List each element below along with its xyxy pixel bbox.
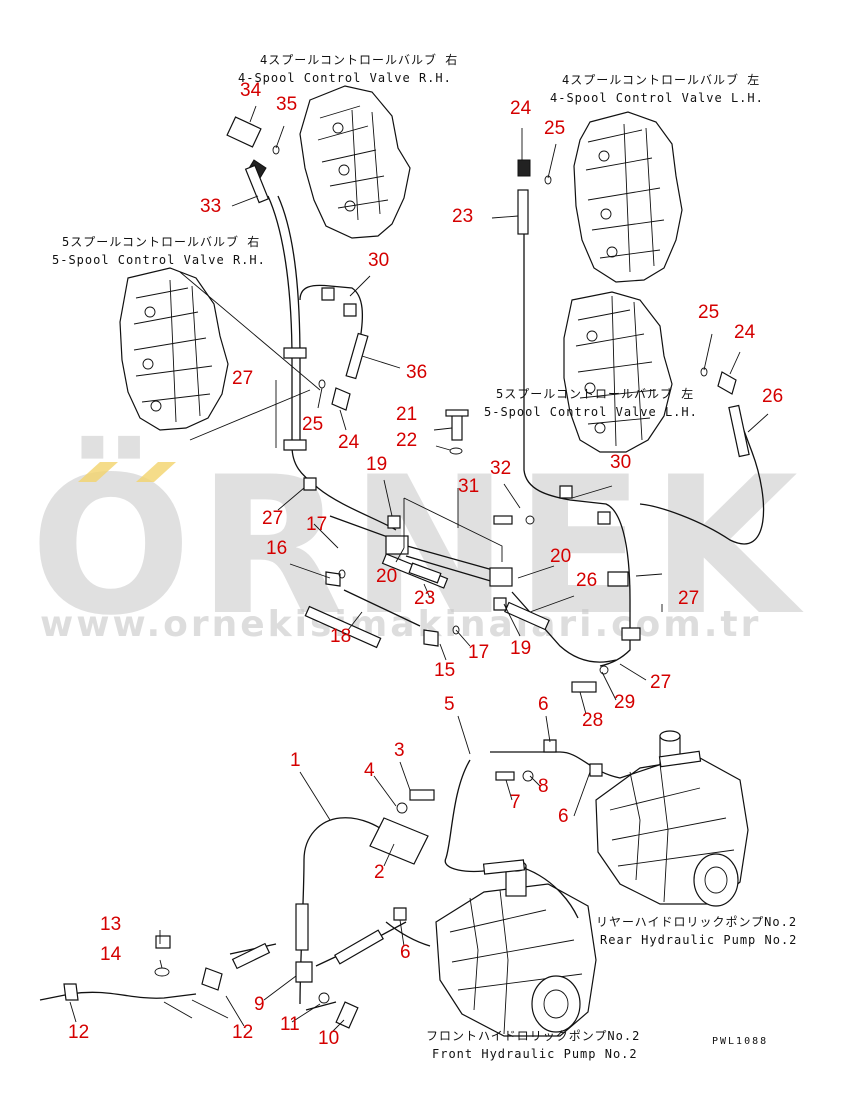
callout-c24a: 24 — [510, 98, 532, 119]
callout-c6a: 6 — [538, 694, 549, 715]
callout-c31: 31 — [458, 476, 479, 497]
callout-c25b: 25 — [698, 302, 719, 323]
callout-c12b: 12 — [232, 1022, 253, 1043]
callout-c10: 10 — [318, 1028, 339, 1049]
callout-c24b: 24 — [734, 322, 756, 343]
watermark-accent-right — [136, 462, 176, 482]
callout-c22: 22 — [396, 430, 417, 451]
callout-c23b: 23 — [414, 588, 435, 609]
callout-c11: 11 — [280, 1014, 300, 1035]
callout-c28: 28 — [582, 710, 603, 731]
fittings — [63, 116, 750, 1029]
callout-c23a: 23 — [452, 206, 473, 227]
watermark: ÖRNEK www.ornekisimakinalari.com.tr — [30, 435, 798, 657]
callout-c33: 33 — [200, 196, 221, 217]
callout-c27b: 27 — [262, 508, 283, 529]
front-hydraulic-pump — [435, 860, 597, 1037]
caption-front-pump-jp: フロントハイドロリックポンプNo.2 — [426, 1029, 640, 1043]
callout-c17b: 17 — [468, 642, 489, 663]
caption-front-pump-en: Front Hydraulic Pump No.2 — [432, 1047, 638, 1061]
callout-c34: 34 — [240, 80, 262, 101]
callout-c15: 15 — [434, 660, 455, 681]
drawing-code: PWL1088 — [712, 1036, 768, 1047]
caption-4spool-rh-jp: 4スプールコントロールバルブ 右 — [260, 52, 458, 67]
caption-5spool-rh-en: 5-Spool Control Valve R.H. — [52, 253, 266, 267]
callout-c13: 13 — [100, 914, 121, 935]
callout-c17a: 17 — [306, 514, 327, 535]
callout-c9: 9 — [254, 994, 265, 1015]
callout-c27c: 27 — [678, 588, 699, 609]
caption-rear-pump-en: Rear Hydraulic Pump No.2 — [600, 933, 797, 947]
callout-c30b: 30 — [610, 452, 631, 473]
valve-5spool-rh — [119, 267, 229, 431]
callout-c19b: 19 — [510, 638, 531, 659]
callout-c7: 7 — [510, 792, 521, 813]
captions: 4スプールコントロールバルブ 右 4-Spool Control Valve R… — [52, 52, 797, 1061]
caption-4spool-lh-jp: 4スプールコントロールバルブ 左 — [562, 72, 760, 87]
valve-4spool-rh — [299, 85, 411, 239]
callout-c24c: 24 — [338, 432, 360, 453]
callout-c6b: 6 — [558, 806, 569, 827]
caption-4spool-lh-en: 4-Spool Control Valve L.H. — [550, 91, 764, 105]
callout-c35: 35 — [276, 94, 297, 115]
callout-c30a: 30 — [368, 250, 389, 271]
callout-c20a: 20 — [376, 566, 397, 587]
callout-c21: 21 — [396, 404, 417, 425]
valve-4spool-lh — [573, 111, 683, 283]
callout-c27d: 27 — [650, 672, 671, 693]
callout-c29: 29 — [614, 692, 635, 713]
callout-c32: 32 — [490, 458, 511, 479]
callout-c14: 14 — [100, 944, 122, 965]
callout-c1: 1 — [290, 750, 301, 771]
callout-c6c: 6 — [400, 942, 411, 963]
callout-numbers: 34 35 33 24 25 23 30 36 25 24 26 27 25 2… — [68, 80, 783, 1049]
callout-c25c: 25 — [302, 414, 323, 435]
caption-5spool-lh-jp: 5スプールコントロールバルブ 左 — [496, 386, 694, 401]
leader-lines — [69, 105, 769, 1035]
callout-c18: 18 — [330, 626, 351, 647]
callout-c26b: 26 — [576, 570, 597, 591]
caption-4spool-rh-en: 4-Spool Control Valve R.H. — [238, 71, 452, 85]
callout-c20b: 20 — [550, 546, 571, 567]
caption-5spool-rh-jp: 5スプールコントロールバルブ 右 — [62, 234, 260, 249]
callout-c19a: 19 — [366, 454, 387, 475]
callout-c8: 8 — [538, 776, 549, 797]
callout-c26a: 26 — [762, 386, 783, 407]
caption-5spool-lh-en: 5-Spool Control Valve L.H. — [484, 405, 698, 419]
callout-c2: 2 — [374, 862, 385, 883]
callout-c5: 5 — [444, 694, 455, 715]
valve-5spool-lh — [563, 291, 673, 453]
callout-c12a: 12 — [68, 1022, 89, 1043]
callout-c16: 16 — [266, 538, 287, 559]
pipe-routing — [39, 195, 765, 1011]
caption-rear-pump-jp: リヤーハイドロリックポンプNo.2 — [596, 915, 797, 929]
callout-c3: 3 — [394, 740, 405, 761]
callout-c4: 4 — [364, 760, 375, 781]
watermark-accent-left — [78, 462, 118, 482]
watermark-url: www.ornekisimakinalari.com.tr — [40, 604, 761, 645]
callout-c27a: 27 — [232, 368, 253, 389]
callout-c25a: 25 — [544, 118, 565, 139]
callout-c36: 36 — [406, 362, 427, 383]
